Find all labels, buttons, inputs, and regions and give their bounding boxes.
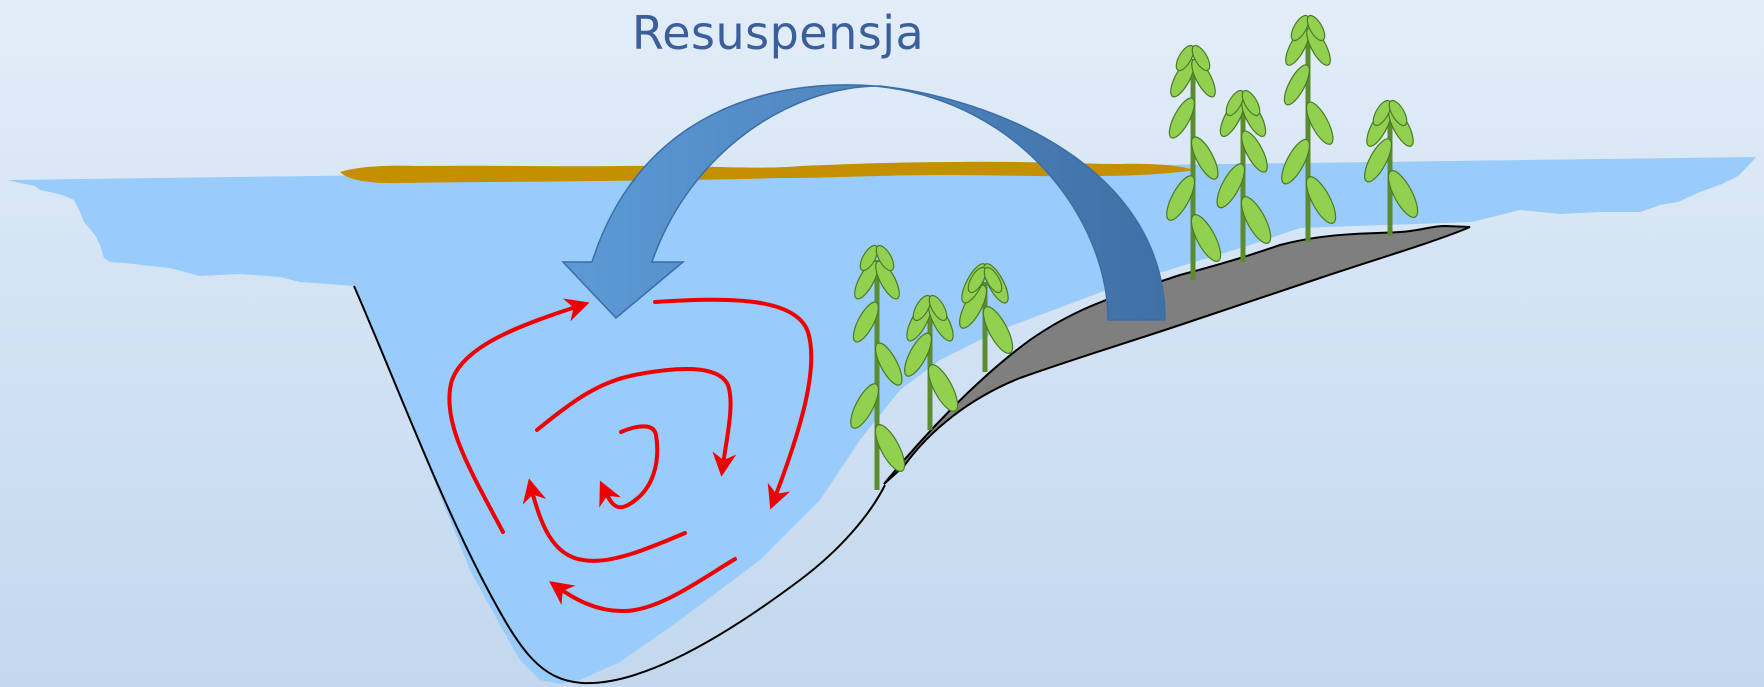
water-body bbox=[8, 157, 1756, 684]
